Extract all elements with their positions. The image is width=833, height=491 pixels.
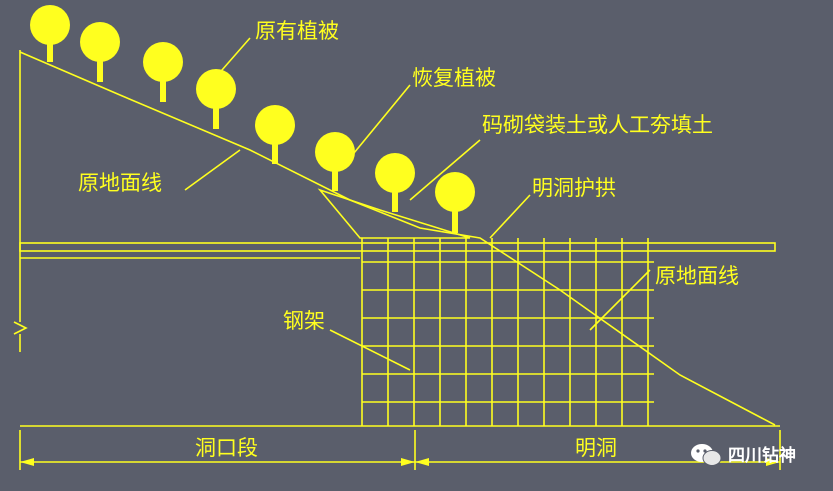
leader-ground-right xyxy=(589,269,651,331)
leader-arch xyxy=(489,194,531,239)
sandbag-fill-area xyxy=(317,188,471,239)
label-portal-section: 洞口段 xyxy=(195,436,258,460)
wechat-icon xyxy=(691,444,722,466)
tree-icon xyxy=(375,153,415,212)
trees xyxy=(30,5,475,233)
tree-icon xyxy=(315,132,355,191)
label-open-cut-tunnel: 明洞 xyxy=(575,436,617,460)
leader-ground-left xyxy=(184,149,241,191)
leader-sandbag xyxy=(409,139,481,201)
tree-icon xyxy=(435,172,475,233)
break-mark xyxy=(13,321,28,335)
tree-icon xyxy=(30,5,70,62)
watermark-text: 四川钻神 xyxy=(728,445,796,466)
label-sandbag-fill: 码砌袋装土或人工夯填土 xyxy=(482,113,713,137)
tree-icon xyxy=(80,22,120,82)
steel-frame-grid xyxy=(361,238,654,426)
tree-icon xyxy=(196,69,236,129)
tree-icon xyxy=(255,105,295,164)
label-original-vegetation: 原有植被 xyxy=(255,19,339,43)
watermark: 四川钻神 xyxy=(688,437,828,473)
label-restored-vegetation: 恢复植被 xyxy=(412,66,496,90)
tree-icon xyxy=(143,42,183,102)
dimension-arrows xyxy=(20,458,780,466)
label-original-ground-line-left: 原地面线 xyxy=(78,171,162,195)
upper-layer-band xyxy=(19,242,776,252)
label-steel-frame: 钢架 xyxy=(283,309,325,333)
label-original-ground-line-right: 原地面线 xyxy=(655,264,739,288)
label-open-cut-arch: 明洞护拱 xyxy=(532,176,616,200)
leader-steel-frame xyxy=(329,329,411,371)
